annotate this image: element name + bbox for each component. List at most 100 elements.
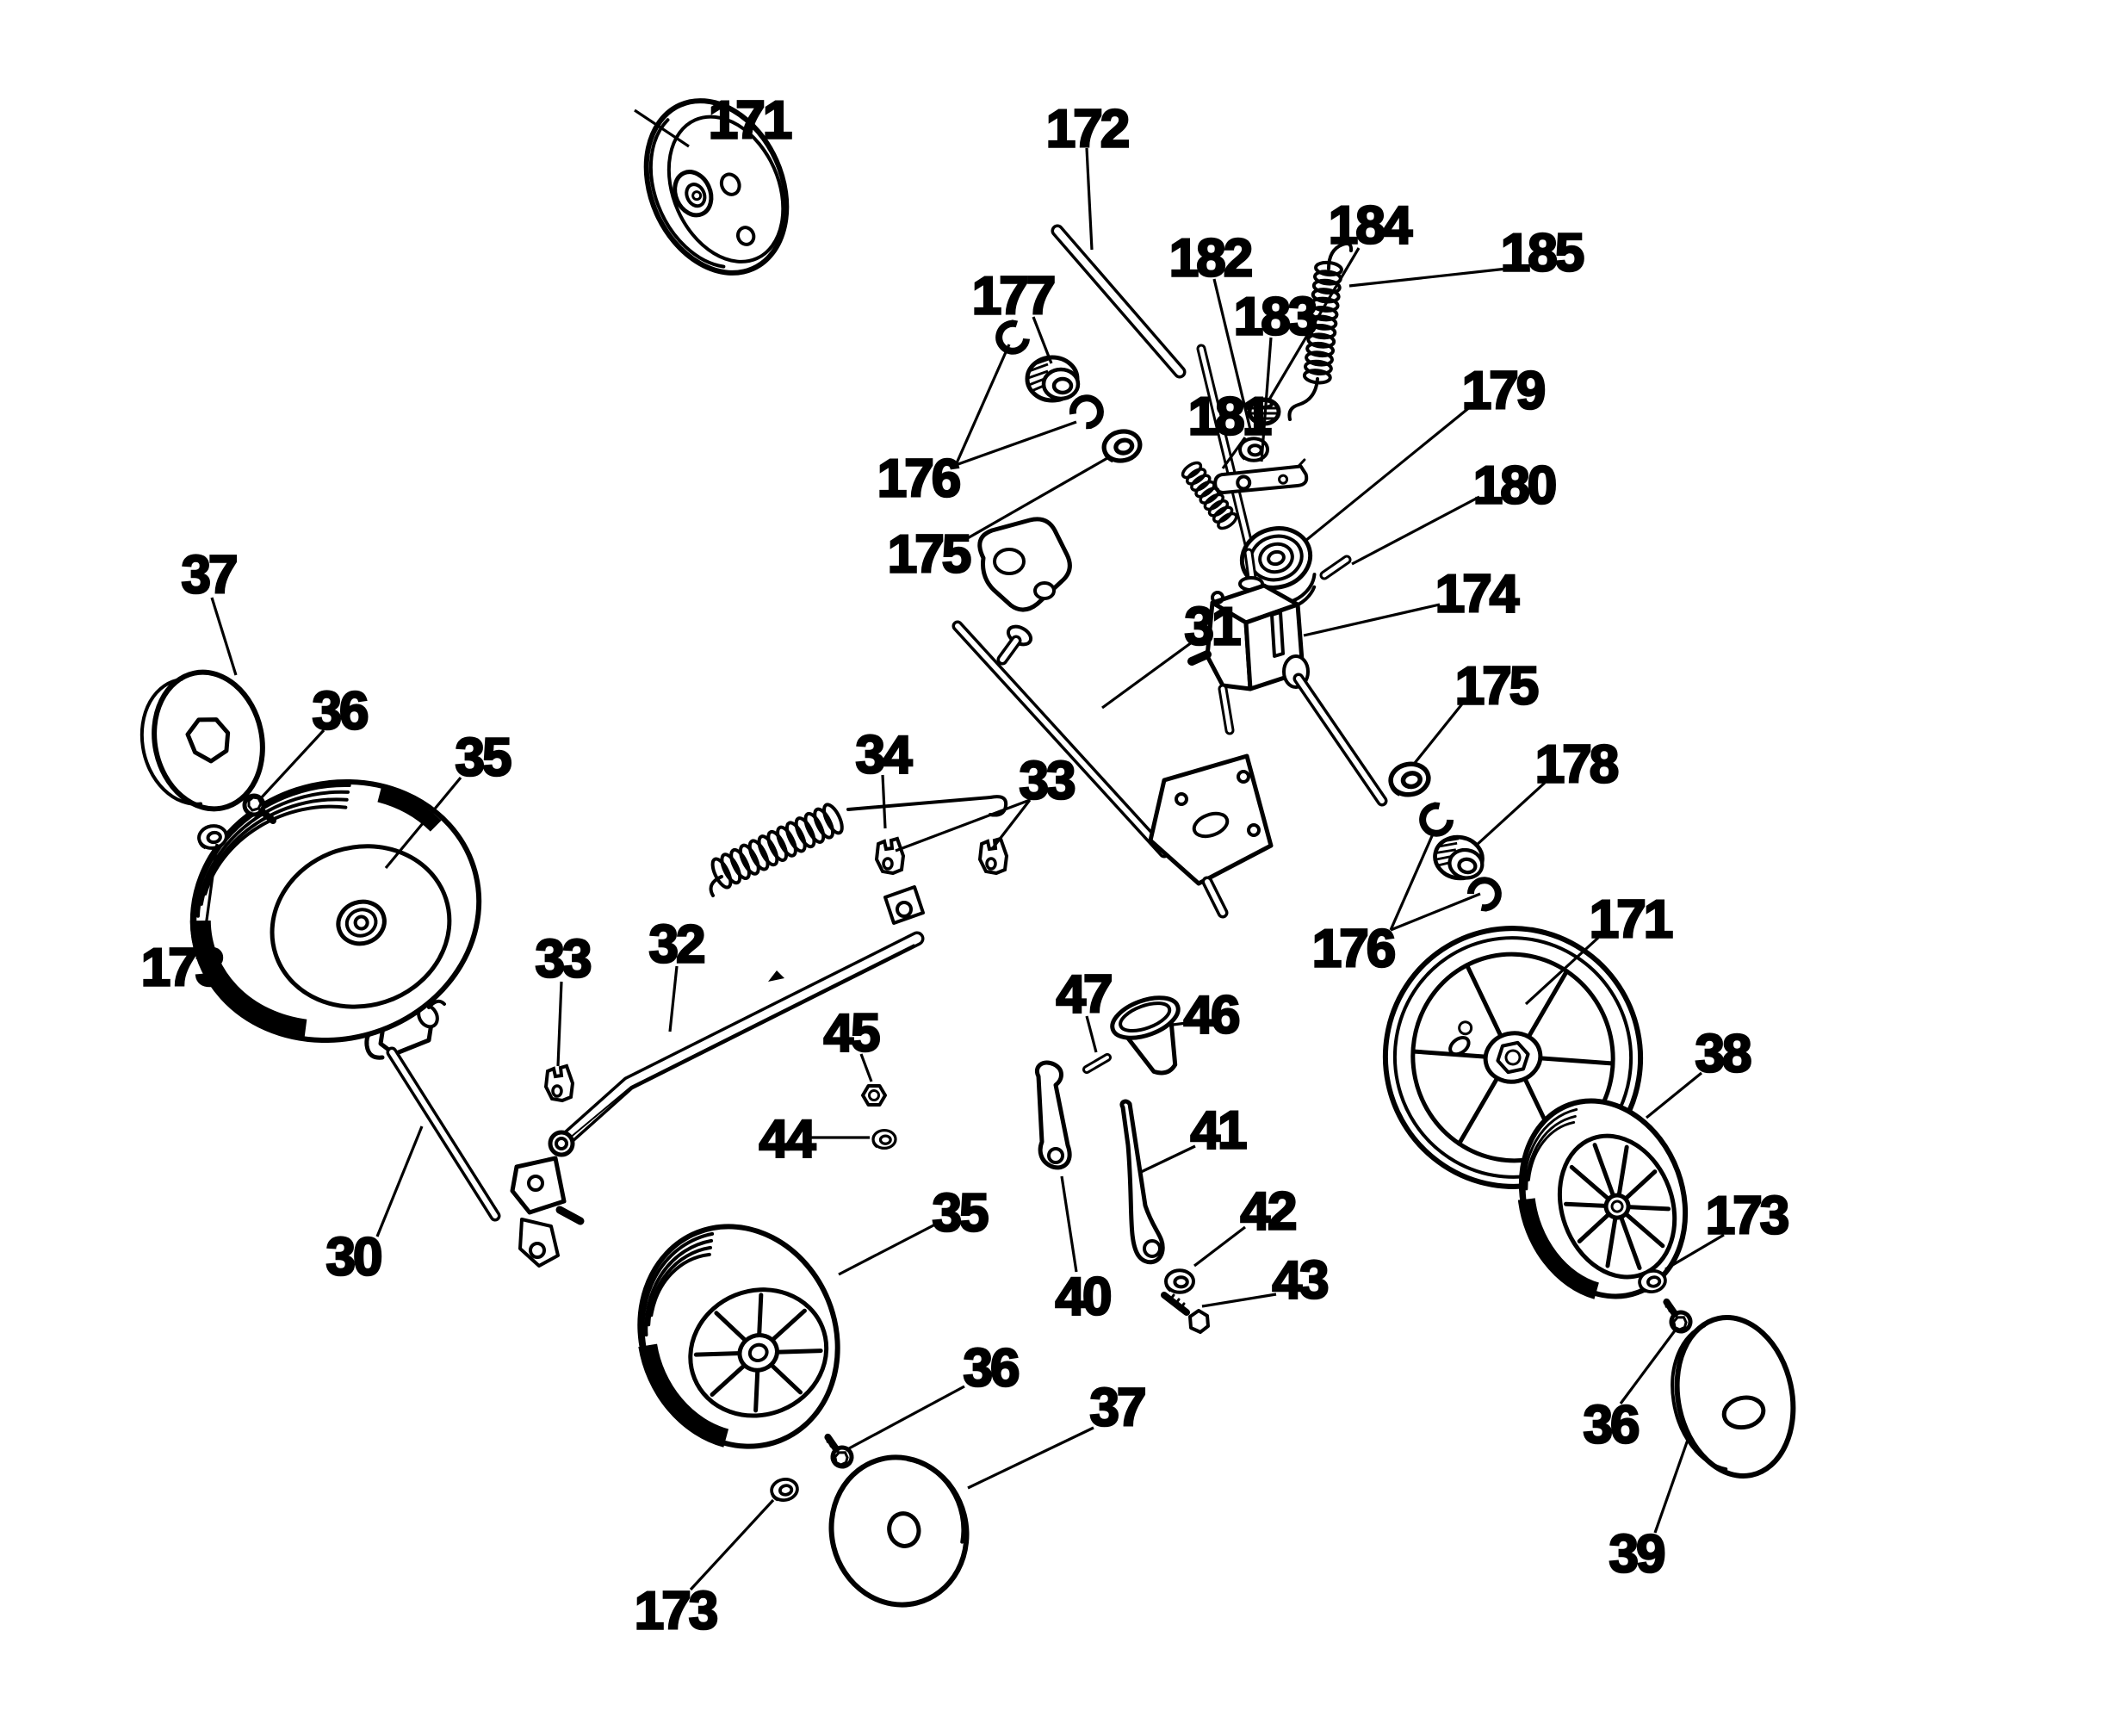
leader-line-lock-nut	[1268, 247, 1361, 400]
part-label-clutch-spring: 34	[856, 726, 913, 785]
part-drawing-drive-wheel-front	[637, 1224, 840, 1449]
leader-line-wheel-bolt-rear-right	[1619, 1329, 1677, 1404]
part-label-shoulder-washer-left: 173	[141, 939, 224, 998]
leader-line-cable-clip-pair	[895, 798, 1031, 852]
part-label-rear-wheel-cover-disc: 171	[709, 91, 791, 151]
leader-line-clutch-spring	[881, 774, 887, 829]
leader-line-extension-spring-long	[1348, 267, 1508, 288]
part-drawing-hub-cap-front	[828, 1454, 970, 1608]
part-drawing-cable-clip-a	[875, 837, 905, 875]
leader-line-height-adjuster-lever	[1060, 1175, 1078, 1273]
part-label-lock-washer: 42	[1241, 1182, 1295, 1242]
part-label-e-ring-pair-top: 176	[877, 450, 960, 509]
part-label-flat-washer-small: 44	[759, 1110, 816, 1169]
part-drawing-gearbox-input-shaft	[1196, 344, 1254, 549]
leader-line-washer-top	[1212, 278, 1253, 434]
part-label-hex-nut: 45	[824, 1004, 879, 1063]
leader-line-rear-wheel-right	[1645, 1071, 1703, 1119]
part-label-hub-cap-right: 39	[1609, 1525, 1664, 1584]
leader-line-cable-clip-left	[556, 981, 563, 1067]
part-label-drive-link-bar: 32	[649, 915, 704, 975]
part-drawing-shift-plate	[1213, 458, 1309, 494]
part-drawing-rear-wheel-cover-disc	[643, 98, 790, 276]
part-label-clevis-pin: 47	[1057, 965, 1111, 1025]
leader-line-e-ring-pair-right	[1390, 892, 1481, 932]
part-label-hex-bolt: 43	[1273, 1251, 1328, 1311]
part-label-drive-pulley: 179	[1462, 362, 1545, 421]
leader-line-wheel-axle-assembly	[375, 1125, 424, 1237]
leader-line-shift-lever-rod	[1101, 641, 1193, 710]
part-label-extension-spring-long: 185	[1501, 224, 1584, 283]
leader-line-cable-clip-pair	[990, 799, 1032, 850]
part-label-rear-wheel-right: 38	[1695, 1025, 1751, 1084]
leader-line-drive-wheel-front	[838, 1223, 936, 1276]
part-drawing-shift-arm	[1119, 1099, 1165, 1265]
part-label-e-ring-pair-right: 176	[1312, 920, 1395, 979]
part-drawing-roll-pin	[1319, 555, 1352, 580]
part-label-washer-top: 182	[1169, 229, 1251, 288]
part-drawing-shift-lever-rod	[952, 620, 1170, 859]
leader-line-wheel-bolt-front	[848, 1385, 965, 1450]
part-drawing-drive-pulley	[1239, 526, 1317, 611]
part-label-wheel-bolt-front: 36	[964, 1339, 1019, 1398]
part-label-roll-pin: 180	[1473, 456, 1555, 516]
part-label-wheel-bolt-rear-right: 36	[1584, 1396, 1639, 1455]
part-label-hub-cap-left: 37	[182, 546, 236, 605]
leader-line-rear-wheel-cover-disc	[634, 108, 690, 148]
part-drawing-hub-cap-right	[1671, 1315, 1796, 1479]
part-drawing-shift-rod	[1051, 224, 1187, 379]
leader-line-pinion-gear-top	[1032, 316, 1053, 364]
leader-line-shoulder-washer-front	[689, 1498, 775, 1591]
part-drawing-clevis-pin	[1082, 1053, 1112, 1074]
leader-line-shift-arm	[1138, 1144, 1196, 1175]
leader-line-e-ring-pair-top	[955, 420, 1077, 467]
part-label-wheel-axle-assembly: 30	[326, 1228, 381, 1287]
part-drawing-extension-spring-long	[1287, 241, 1354, 421]
part-drawing-hub-cap-left	[139, 669, 265, 812]
leader-line-wheel-bolt-left	[258, 728, 325, 801]
leader-line-drive-wheel-left	[384, 776, 462, 870]
leader-line-shift-plate	[1260, 337, 1273, 462]
part-drawing-hex-nut	[861, 1084, 887, 1107]
part-drawing-height-adjuster-lever	[1035, 1060, 1072, 1170]
part-label-shift-rod: 172	[1046, 100, 1128, 159]
part-label-flange-bushing-top: 175	[888, 525, 970, 585]
part-label-lock-nut: 184	[1329, 196, 1413, 256]
leader-line-hub-cap-left	[210, 597, 238, 676]
leader-line-gearbox	[1303, 603, 1441, 637]
part-drawing-cable-clip-c	[544, 1064, 574, 1102]
leader-line-shoulder-washer-right	[1664, 1233, 1725, 1271]
part-label-wheel-bolt-left: 36	[313, 682, 368, 741]
leader-line-hub-cap-right	[1653, 1439, 1689, 1534]
part-drawing-hex-bolt	[1161, 1292, 1210, 1334]
part-label-gearbox: 174	[1435, 565, 1520, 624]
leader-line-hub-cap-front	[967, 1426, 1094, 1490]
part-drawing-clutch-spring	[709, 795, 1008, 897]
part-drawing-drive-wheel-left	[189, 778, 482, 1044]
part-label-flange-bushing-right: 175	[1455, 657, 1538, 716]
leader-line-shift-knob	[1165, 1021, 1187, 1027]
leader-line-e-ring-pair-right	[1389, 829, 1436, 931]
part-drawing-wheel-axle-assembly	[364, 999, 585, 1268]
leader-line-drive-link-bar	[668, 965, 679, 1032]
part-drawing-gearbox	[1187, 548, 1388, 807]
part-label-shift-arm: 41	[1191, 1101, 1246, 1161]
part-drawing-shift-bracket	[977, 517, 1072, 666]
leader-line-drive-pulley	[1304, 405, 1472, 542]
part-label-cable-clip-left: 33	[536, 930, 591, 989]
part-label-transmission-pulley-wheel: 171	[1590, 890, 1672, 950]
leader-line-hex-nut	[859, 1053, 873, 1082]
leader-line-shoulder-washer-left	[201, 843, 219, 946]
leader-line-flange-bushing-right	[1413, 700, 1466, 765]
leader-line-shift-rod	[1085, 147, 1094, 251]
part-label-hub-cap-front: 37	[1090, 1379, 1144, 1438]
part-drawing-flat-washer-small	[871, 1128, 897, 1150]
part-label-shoulder-washer-front: 173	[635, 1582, 717, 1641]
part-label-drive-wheel-front: 35	[933, 1184, 988, 1243]
part-label-wheel-pinion-gear: 178	[1535, 735, 1618, 795]
part-drawing-rear-wheel-right	[1517, 1098, 1689, 1299]
leader-line-roll-pin	[1351, 495, 1480, 566]
leader-line-wheel-pinion-gear	[1474, 781, 1547, 847]
